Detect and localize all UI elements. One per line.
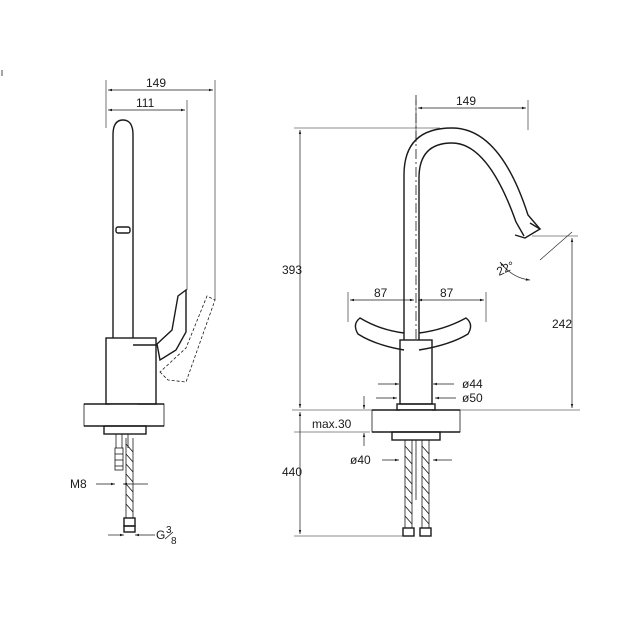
dim-side-149: 149	[105, 76, 216, 300]
side-spout	[112, 119, 134, 338]
side-connector-den: 8	[171, 536, 177, 547]
front-height-outlet: 242	[552, 317, 572, 331]
angle-arc	[499, 261, 531, 281]
front-width-top: 149	[456, 94, 476, 108]
front-hose-length: 440	[282, 465, 302, 479]
side-view: 149 111	[70, 76, 216, 547]
side-outlet	[115, 226, 131, 234]
dim-side-111: 111	[108, 96, 188, 290]
front-diameter-base: ø50	[462, 391, 483, 405]
dim-side-g38: G 3 8	[108, 525, 177, 547]
front-base-ring	[396, 403, 436, 411]
side-lever-alt	[159, 295, 216, 383]
side-fixing-plate	[103, 425, 147, 435]
side-connector-label: G	[156, 528, 165, 542]
side-connector-num: 3	[166, 525, 172, 536]
dim-front-440: 440	[282, 412, 404, 537]
dim-front-40: ø40	[350, 453, 452, 467]
side-threaded-rod	[114, 447, 124, 471]
dim-front-44: ø44	[378, 377, 483, 391]
front-angle: 22°	[494, 258, 517, 278]
front-diameter-hole: ø40	[350, 453, 371, 467]
dim-front-87: 87 87	[347, 286, 487, 322]
side-hose	[123, 438, 136, 533]
front-handle-right: 87	[440, 286, 454, 300]
front-handle-left: 87	[374, 286, 388, 300]
dim-side-m8: M8	[70, 477, 148, 491]
front-spout	[403, 127, 541, 340]
dim-front-max30: max.30	[294, 396, 370, 446]
side-width-overall: 149	[146, 76, 166, 90]
dim-front-149: 149	[415, 94, 529, 142]
front-outlet	[514, 222, 542, 239]
side-width-spout: 111	[136, 96, 155, 110]
front-view: 149 22° 87 87 393	[282, 94, 580, 537]
dim-front-50: ø50	[376, 391, 483, 405]
front-max-deck: max.30	[312, 417, 352, 431]
front-hoses	[402, 440, 432, 537]
front-body	[399, 339, 433, 405]
side-body	[105, 337, 157, 405]
front-height-overall: 393	[282, 263, 302, 277]
front-diameter-body: ø44	[462, 377, 483, 391]
front-handle	[354, 317, 472, 351]
side-lever	[156, 288, 187, 362]
front-fixing-plate	[391, 431, 441, 441]
dim-front-393: 393	[282, 127, 440, 408]
side-thread-label: M8	[70, 477, 87, 491]
dim-front-242: 242	[532, 235, 578, 408]
